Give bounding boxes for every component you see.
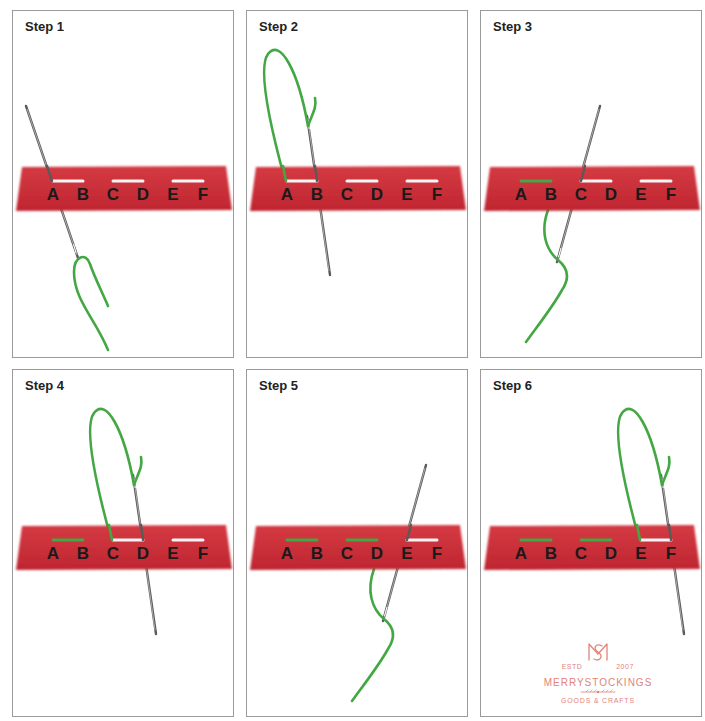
point-letter: B xyxy=(77,545,89,564)
step-title: Step 6 xyxy=(493,378,532,393)
point-letter: F xyxy=(666,186,676,205)
point-letter: B xyxy=(311,186,323,205)
step-panel: Step 5 ABCDE F xyxy=(246,369,468,717)
point-letter: F xyxy=(198,186,208,205)
step-title: Step 2 xyxy=(259,19,298,34)
point-letter: A xyxy=(515,186,527,205)
point-letter: D xyxy=(371,186,383,205)
point-letter: C xyxy=(341,545,353,564)
point-letter: C xyxy=(575,186,587,205)
point-letter: C xyxy=(107,186,119,205)
point-letter: E xyxy=(635,545,646,564)
point-letter: A xyxy=(281,545,293,564)
logo-text: ESTD xyxy=(562,663,583,671)
fabric-band: ABCDE F xyxy=(483,166,701,211)
point-letter: B xyxy=(77,186,89,205)
point-letter: B xyxy=(311,545,323,564)
point-letter: C xyxy=(107,545,119,564)
logo-text: 2007 xyxy=(616,663,634,671)
point-letter: E xyxy=(401,545,412,564)
step-panel: Step 1 ABCDE F xyxy=(12,10,234,358)
point-letter: D xyxy=(371,545,383,564)
step-title: Step 1 xyxy=(25,19,64,34)
fabric-band: ABCDE F xyxy=(249,166,467,211)
point-letter: F xyxy=(666,545,676,564)
step-panel: Step 2 ABCDE F xyxy=(246,10,468,358)
step-title: Step 4 xyxy=(25,378,64,393)
point-letter: F xyxy=(198,545,208,564)
step-panel: Step 4 ABCDE F xyxy=(12,369,234,717)
step-panel: Step 6 ABCDE F xyxy=(480,369,702,717)
point-letter: A xyxy=(281,186,293,205)
logo-text: MERRYSTOCKINGS xyxy=(544,677,653,688)
point-letter: E xyxy=(167,545,178,564)
point-letter: A xyxy=(47,186,59,205)
point-letter: D xyxy=(137,186,149,205)
point-letter: E xyxy=(401,186,412,205)
step-title: Step 3 xyxy=(493,19,532,34)
step-title: Step 5 xyxy=(259,378,298,393)
step-panel: Step 3 ABCDE F xyxy=(480,10,702,358)
point-letter: E xyxy=(167,186,178,205)
point-letter: D xyxy=(605,186,617,205)
fabric-band: ABCDE F xyxy=(483,525,701,570)
point-letter: A xyxy=(47,545,59,564)
point-letter: F xyxy=(432,545,442,564)
point-letter: C xyxy=(575,545,587,564)
point-letter: D xyxy=(137,545,149,564)
fabric-band: ABCDE F xyxy=(249,525,467,570)
point-letter: B xyxy=(545,186,557,205)
point-letter: E xyxy=(635,186,646,205)
point-letter: F xyxy=(432,186,442,205)
point-letter: A xyxy=(515,545,527,564)
point-letter: D xyxy=(605,545,617,564)
logo-text: GOODS & CRAFTS xyxy=(561,697,635,705)
point-letter: C xyxy=(341,186,353,205)
point-letter: B xyxy=(545,545,557,564)
fabric-band: ABCDE F xyxy=(15,166,233,211)
fabric-band: ABCDE F xyxy=(15,525,233,570)
